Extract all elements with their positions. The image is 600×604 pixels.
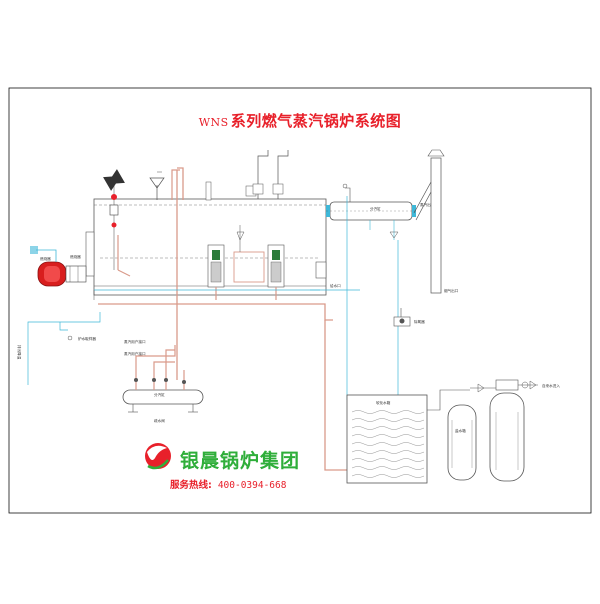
water-tank: 软化水箱 bbox=[346, 389, 470, 484]
svg-text:分汽缸: 分汽缸 bbox=[370, 206, 381, 211]
svg-text:给水口: 给水口 bbox=[330, 283, 341, 288]
svg-text:疏水阀: 疏水阀 bbox=[154, 418, 165, 423]
chimney: 烟气出口 bbox=[413, 149, 459, 294]
burner: 燃烧器 bbox=[30, 246, 87, 287]
steam-drum: 分汽缸 蒸汽出口 bbox=[326, 183, 435, 240]
drawing-frame bbox=[8, 87, 592, 514]
hotline-label: 服务热线: bbox=[170, 480, 212, 491]
bottom-pipes: 炉水取样器 燃烧器 排污降温 给水口 bbox=[17, 256, 360, 471]
svg-text:软化水箱: 软化水箱 bbox=[376, 400, 391, 405]
distribution-header: 分汽缸 疏水阀 蒸汽用户接口 蒸汽用户接口 bbox=[122, 339, 204, 423]
svg-text:除氧器: 除氧器 bbox=[414, 319, 425, 324]
water-softener: 盐水箱 自来水进入 bbox=[447, 379, 560, 482]
hotline-number: 400-0394-668 bbox=[217, 480, 287, 491]
brand-name: 银晨锅炉集团 bbox=[180, 450, 301, 472]
svg-text:烟气出口: 烟气出口 bbox=[444, 288, 459, 293]
svg-text:燃烧器: 燃烧器 bbox=[40, 256, 51, 261]
feed-pumps bbox=[207, 225, 285, 300]
svg-text:蒸汽用户接口: 蒸汽用户接口 bbox=[124, 339, 146, 344]
svg-text:盐水箱: 盐水箱 bbox=[455, 428, 466, 433]
title-prefix: WNS bbox=[198, 116, 229, 129]
svg-text:蒸汽用户接口: 蒸汽用户接口 bbox=[124, 351, 146, 356]
brand-logo bbox=[145, 443, 171, 470]
svg-text:分汽缸: 分汽缸 bbox=[154, 392, 165, 397]
boiler-body bbox=[85, 198, 327, 296]
svg-text:蒸汽出口: 蒸汽出口 bbox=[420, 202, 435, 207]
water-lines: 除氧器 bbox=[346, 196, 425, 400]
hotline: 服务热线: 400-0394-668 bbox=[170, 477, 286, 491]
svg-text:炉水取样器: 炉水取样器 bbox=[78, 336, 96, 341]
left-valve-stack bbox=[103, 169, 131, 277]
svg-text:排污降温: 排污降温 bbox=[17, 345, 22, 360]
steam-riser bbox=[176, 167, 184, 380]
svg-text:自来水进入: 自来水进入 bbox=[542, 383, 560, 388]
title-main: 系列燃气蒸汽锅炉系统图 bbox=[230, 112, 402, 130]
top-safety-valves bbox=[149, 150, 289, 201]
svg-text:燃烧器: 燃烧器 bbox=[70, 254, 81, 259]
